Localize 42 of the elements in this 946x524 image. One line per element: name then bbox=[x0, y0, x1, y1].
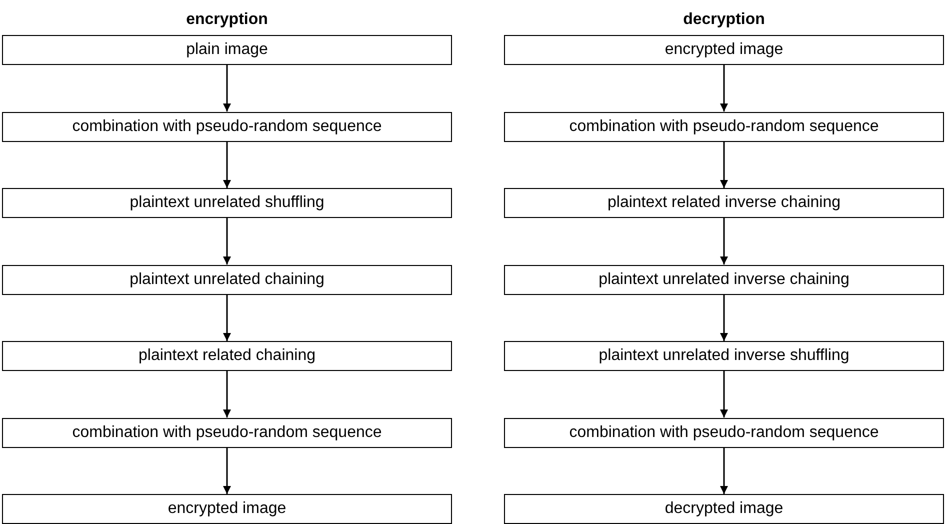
box-label: combination with pseudo-random sequence bbox=[72, 116, 382, 136]
arrow bbox=[720, 218, 728, 264]
process-box bbox=[504, 188, 944, 218]
arrow bbox=[223, 448, 231, 494]
box-label: plain image bbox=[186, 40, 268, 60]
arrow bbox=[720, 448, 728, 494]
arrow bbox=[223, 294, 231, 341]
box-label: plaintext related chaining bbox=[138, 346, 316, 366]
box-label: combination with pseudo-random sequence bbox=[569, 116, 879, 136]
box-label: decrypted image bbox=[664, 499, 784, 519]
process-box bbox=[504, 35, 944, 65]
arrow bbox=[720, 65, 728, 112]
process-box bbox=[2, 35, 452, 65]
process-box bbox=[2, 112, 452, 142]
arrow bbox=[720, 142, 728, 188]
box-label: encrypted image bbox=[664, 40, 784, 60]
arrow bbox=[223, 371, 231, 418]
box-label: plaintext unrelated inverse shuffling bbox=[598, 346, 850, 366]
column-heading: decryption bbox=[683, 10, 765, 30]
process-box bbox=[504, 418, 944, 448]
process-box bbox=[2, 494, 452, 524]
arrow bbox=[720, 294, 728, 341]
arrow bbox=[223, 65, 231, 112]
process-box bbox=[2, 188, 452, 218]
arrow bbox=[223, 218, 231, 264]
box-label: combination with pseudo-random sequence bbox=[72, 422, 382, 442]
process-box bbox=[504, 264, 944, 294]
box-label: plaintext related inverse chaining bbox=[607, 193, 841, 213]
process-box bbox=[2, 418, 452, 448]
box-label: plaintext unrelated shuffling bbox=[130, 193, 324, 213]
box-label: combination with pseudo-random sequence bbox=[569, 422, 879, 442]
box-label: plaintext unrelated chaining bbox=[130, 270, 324, 290]
process-box bbox=[2, 264, 452, 294]
process-box bbox=[504, 341, 944, 371]
box-label: encrypted image bbox=[168, 499, 286, 519]
process-box bbox=[2, 341, 452, 371]
process-box bbox=[504, 494, 944, 524]
arrow bbox=[223, 142, 231, 188]
column-heading: encryption bbox=[186, 10, 268, 30]
process-box bbox=[504, 112, 944, 142]
arrow bbox=[720, 371, 728, 418]
box-label: plaintext unrelated inverse chaining bbox=[598, 270, 850, 290]
